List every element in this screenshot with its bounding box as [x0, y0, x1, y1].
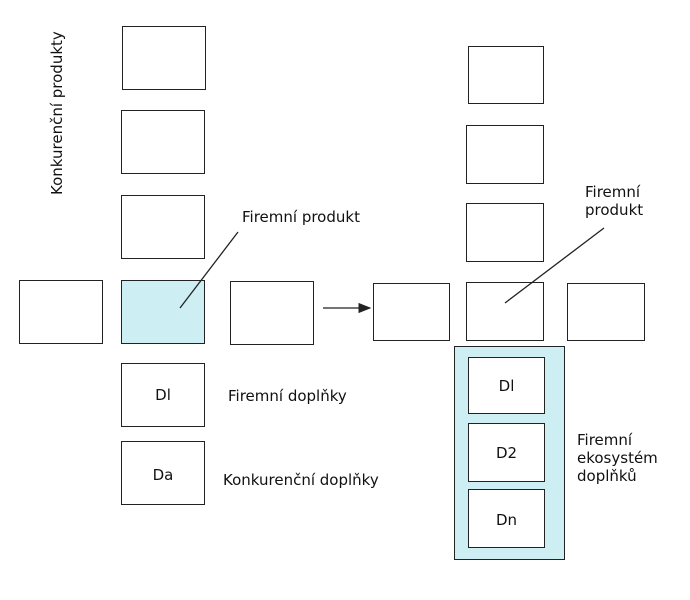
left-competitor-box-2 [121, 110, 205, 174]
right-competitor-box-3 [466, 203, 544, 262]
right-competitor-box-right [567, 283, 645, 341]
ecosystem-item-text-1: Dl [498, 377, 515, 395]
right-company-product-label-1: Firemní [585, 183, 641, 201]
left-competitor-box-1 [122, 26, 206, 90]
ecosystem-label-2: ekosystém [577, 449, 658, 467]
left-competitor-box-left [19, 280, 103, 344]
ecosystem-item-box-2: D2 [468, 423, 545, 482]
ecosystem-label-3: doplňků [577, 467, 637, 485]
right-competitor-box-1 [468, 46, 544, 104]
company-complement-text: Dl [155, 386, 171, 404]
ecosystem-item-box-1: Dl [468, 357, 545, 414]
right-competitor-box-2 [466, 125, 544, 184]
left-competitor-box-right [230, 281, 314, 345]
right-competitor-box-left [373, 283, 450, 341]
ecosystem-item-box-3: Dn [468, 489, 545, 548]
competitor-complement-box: Da [121, 441, 205, 505]
left-competitor-box-3 [121, 195, 205, 259]
ecosystem-label-1: Firemní [577, 431, 633, 449]
right-pointer-line [504, 227, 605, 304]
ecosystem-item-text-2: D2 [495, 444, 518, 462]
competitor-complements-label: Konkurenční doplňky [223, 471, 379, 489]
company-complement-box: Dl [121, 363, 205, 427]
left-company-product-label: Firemní produkt [242, 208, 360, 226]
left-company-product-box [121, 280, 205, 344]
company-complements-label: Firemní doplňky [228, 387, 347, 405]
right-company-product-label-2: produkt [585, 201, 644, 219]
ecosystem-item-text-3: Dn [495, 511, 518, 529]
competitor-complement-text: Da [152, 466, 174, 484]
left-pointer-line [179, 231, 239, 309]
right-company-product-box [466, 282, 544, 341]
